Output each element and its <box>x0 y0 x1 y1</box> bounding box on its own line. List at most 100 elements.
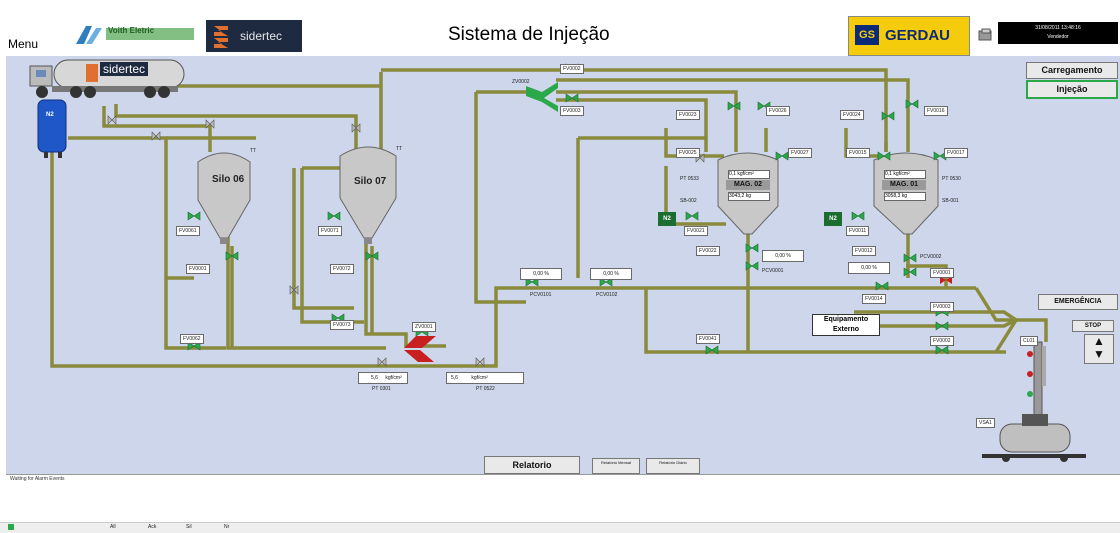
user-icon[interactable] <box>978 28 994 42</box>
tag-pcv0001: PCV0001 <box>762 268 784 274</box>
emergencia-button[interactable]: EMERGÊNCIA <box>1038 294 1118 310</box>
silo-06-label: Silo 06 <box>212 174 245 185</box>
zv0001-red-segment-lower <box>404 350 434 362</box>
mag02-pt-tag: PT 0533 <box>680 176 699 182</box>
truck-label: sidertec <box>100 62 149 76</box>
silo-07 <box>339 146 397 244</box>
pt0522-tag: PT 0522 <box>476 386 495 392</box>
mag02-valve-readout: 0,00 % <box>762 250 804 262</box>
pt0301-value: 5,6 <box>371 375 378 381</box>
mag02-pressure-value: 0,1 <box>729 171 736 177</box>
sidertec-logo: sidertec <box>206 20 302 52</box>
tag-fv0072: FV0072 <box>330 264 354 274</box>
voith-logo <box>72 22 198 48</box>
fv0001-right-valve-red[interactable] <box>940 276 952 284</box>
pipe-network <box>50 68 1048 368</box>
mag01-pressure-value: 0,1 <box>885 171 892 177</box>
tag-fv0016: FV0016 <box>924 106 948 116</box>
mag01-pt-tag: PT 0530 <box>942 176 961 182</box>
tag-fv0012: FV0012 <box>852 246 876 256</box>
tag-fv0021: FV0021 <box>684 226 708 236</box>
tag-fv0023: FV0023 <box>676 110 700 120</box>
process-diagram <box>29 59 1086 462</box>
tag-zv0001: ZV0001 <box>412 322 436 332</box>
status-bar: All Ack Sil Nr <box>0 522 1120 533</box>
status-item-ack[interactable]: Ack <box>148 524 157 530</box>
pt0301-tag: PT 0301 <box>372 386 391 392</box>
tag-fv0073: FV0073 <box>330 320 354 330</box>
tag-fv0001-right: FV0001 <box>930 268 954 278</box>
n2-main-label: N2 <box>46 112 54 118</box>
status-item-sil[interactable]: Sil <box>186 524 192 530</box>
equipamento-externo-box[interactable]: Equipamento Externo <box>812 314 880 336</box>
zv0002-diverter[interactable] <box>526 82 558 112</box>
relatorio-diario-button[interactable]: Relatório Diário <box>646 458 700 474</box>
zv0001-red-segment <box>404 336 436 348</box>
gerdau-logo: GS GERDAU <box>848 16 970 56</box>
injecao-button[interactable]: Injeção <box>1026 80 1118 99</box>
status-ok-icon <box>8 524 14 530</box>
tag-fv0002-right: FV0002 <box>930 336 954 346</box>
gerdau-mark: GS <box>855 25 879 45</box>
silo-07-label: Silo 07 <box>354 176 387 187</box>
tag-fv0003: FV0003 <box>560 106 584 116</box>
tag-fv0027: FV0027 <box>788 148 812 158</box>
mag02-weight-value: 3043,2 <box>729 193 745 199</box>
tag-pcv0101: PCV0101 <box>530 292 552 298</box>
status-item-all[interactable]: All <box>110 524 116 530</box>
n2-mag02-button[interactable]: N2 <box>658 212 676 226</box>
stop-button[interactable]: STOP <box>1072 320 1114 332</box>
pcv0102-readout: 0,00 % <box>590 268 632 280</box>
manual-valve-set[interactable] <box>107 115 705 367</box>
carregamento-button[interactable]: Carregamento <box>1026 62 1118 79</box>
mag01-label: MAG. 01 <box>882 180 926 190</box>
n2-tank-main <box>37 99 67 158</box>
tag-fv0014: FV0014 <box>862 294 886 304</box>
mag02-weight: 3043,2 kg <box>728 192 770 201</box>
mag02-pressure: 0,1 kgf/cm² <box>728 170 770 179</box>
page-title: Sistema de Injeção <box>448 24 610 45</box>
pt0522-readout: 5,6 kgf/cm² <box>446 372 524 384</box>
tag-pcv0002: PCV0002 <box>920 254 942 260</box>
mag01-weight-unit: kg <box>901 193 907 199</box>
mag01-valve-readout: 0,00 % <box>848 262 890 274</box>
green-valve-set[interactable] <box>187 63 949 355</box>
mag02-panel: 0,1 kgf/cm² MAG. 02 3043,2 kg <box>722 170 774 204</box>
tag-fv0024: FV0024 <box>840 110 864 120</box>
mag01-panel: 0,1 kgf/cm² MAG. 01 3058,3 kg <box>878 170 930 204</box>
torpedo-car <box>982 414 1086 462</box>
pt0522-unit: kgf/cm² <box>471 375 488 381</box>
mag02-weight-unit: kg <box>745 193 751 199</box>
clock-datetime: 31/08/2011 13:48:16 <box>1035 25 1081 31</box>
pcv0101-readout: 0,00 % <box>520 268 562 280</box>
tag-zv0002: ZV0002 <box>512 79 530 85</box>
relatorio-button[interactable]: Relatorio <box>484 456 580 474</box>
menu-button[interactable]: Menu <box>8 37 39 51</box>
up-down-control[interactable]: ▲ ▼ <box>1084 334 1114 364</box>
voith-logo-icon <box>76 26 194 44</box>
sidertec-mark-icon <box>214 26 228 48</box>
tag-fv0015: FV0015 <box>846 148 870 158</box>
mag01-weight: 3058,3 kg <box>884 192 926 201</box>
tag-fv0071: FV0071 <box>318 226 342 236</box>
tag-fv0025: FV0025 <box>676 148 700 158</box>
arrow-up-icon[interactable]: ▲ <box>1093 334 1105 348</box>
arrow-down-icon[interactable]: ▼ <box>1093 347 1105 361</box>
gerdau-logo-text: GERDAU <box>885 27 951 44</box>
tag-fv0002-top: FV0002 <box>560 64 584 74</box>
pt0522-value: 5,6 <box>451 375 458 381</box>
tag-fv0001: FV0001 <box>186 264 210 274</box>
alarm-log-message: Waiting for Alarm Events <box>10 476 65 482</box>
tag-cl01: CL01 <box>1020 336 1038 346</box>
status-item-nr[interactable]: Nr <box>224 524 230 530</box>
relatorio-mensal-button[interactable]: Relatório Mensal <box>592 458 640 474</box>
tag-pcv0102: PCV0102 <box>596 292 618 298</box>
sidertec-logo-text: sidertec <box>240 29 283 43</box>
mag02-sb-tag: SB-002 <box>680 198 697 204</box>
mag01-pressure-unit: kgf/cm² <box>893 171 910 177</box>
pt0301-readout: 5,6 kgf/cm² <box>358 372 408 384</box>
clock-user: Vendedor <box>1047 34 1069 40</box>
silo-06 <box>197 152 251 244</box>
n2-mag01-button[interactable]: N2 <box>824 212 842 226</box>
alarm-log-panel[interactable] <box>6 474 1120 523</box>
